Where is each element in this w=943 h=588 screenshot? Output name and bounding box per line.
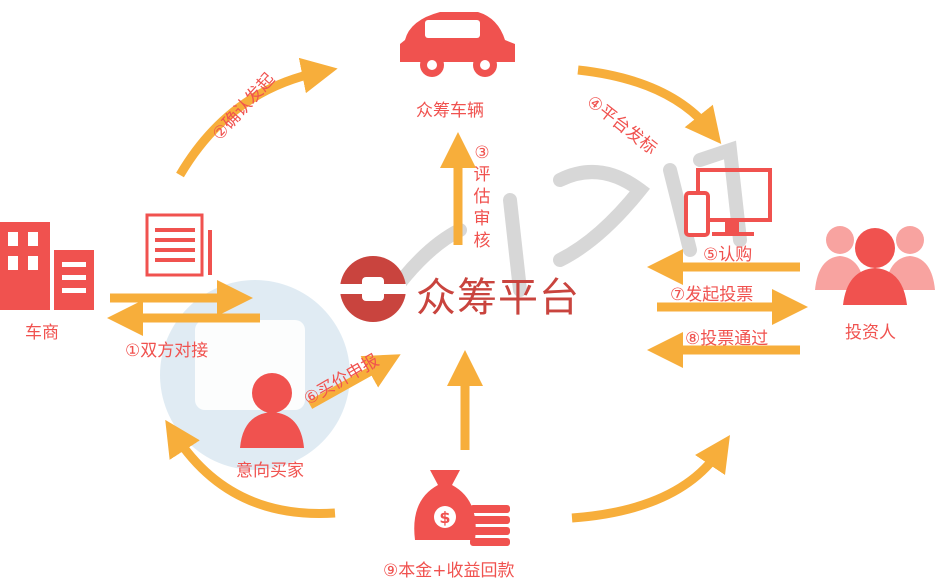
node-buyer-label: 意向买家 <box>236 461 304 481</box>
dollar-sign: $ <box>439 508 450 527</box>
node-investor-label: 投资人 <box>845 323 896 343</box>
devices-icon <box>684 168 772 237</box>
step-3-number: ③ <box>474 143 490 163</box>
step-9-label: ⑨本金+收益回款 <box>383 561 515 581</box>
arrow-return-right <box>571 435 730 523</box>
step-7-label: ⑦发起投票 <box>670 285 754 305</box>
arrow-publish <box>577 65 722 145</box>
step-5-label: ⑤认购 <box>703 245 753 265</box>
buyer-icon <box>240 373 304 448</box>
node-car-label: 众筹车辆 <box>416 101 484 121</box>
step-3-label: 评估审核 <box>473 165 491 251</box>
arrow-price-report <box>307 354 401 409</box>
investors-icon <box>815 226 935 305</box>
node-dealer-label: 车商 <box>25 323 59 343</box>
contract-document-icon <box>145 213 212 277</box>
step-8-label: ⑧投票通过 <box>685 329 769 349</box>
building-icon <box>0 222 94 310</box>
arrow-confirm <box>176 57 338 178</box>
money-bag-icon <box>414 470 510 546</box>
car-icon <box>400 12 515 77</box>
node-platform-label: 众筹平台 <box>416 275 580 321</box>
platform-logo-icon <box>340 256 406 322</box>
step-1-label: ①双方对接 <box>125 341 209 361</box>
arrow-return-left <box>165 419 336 519</box>
